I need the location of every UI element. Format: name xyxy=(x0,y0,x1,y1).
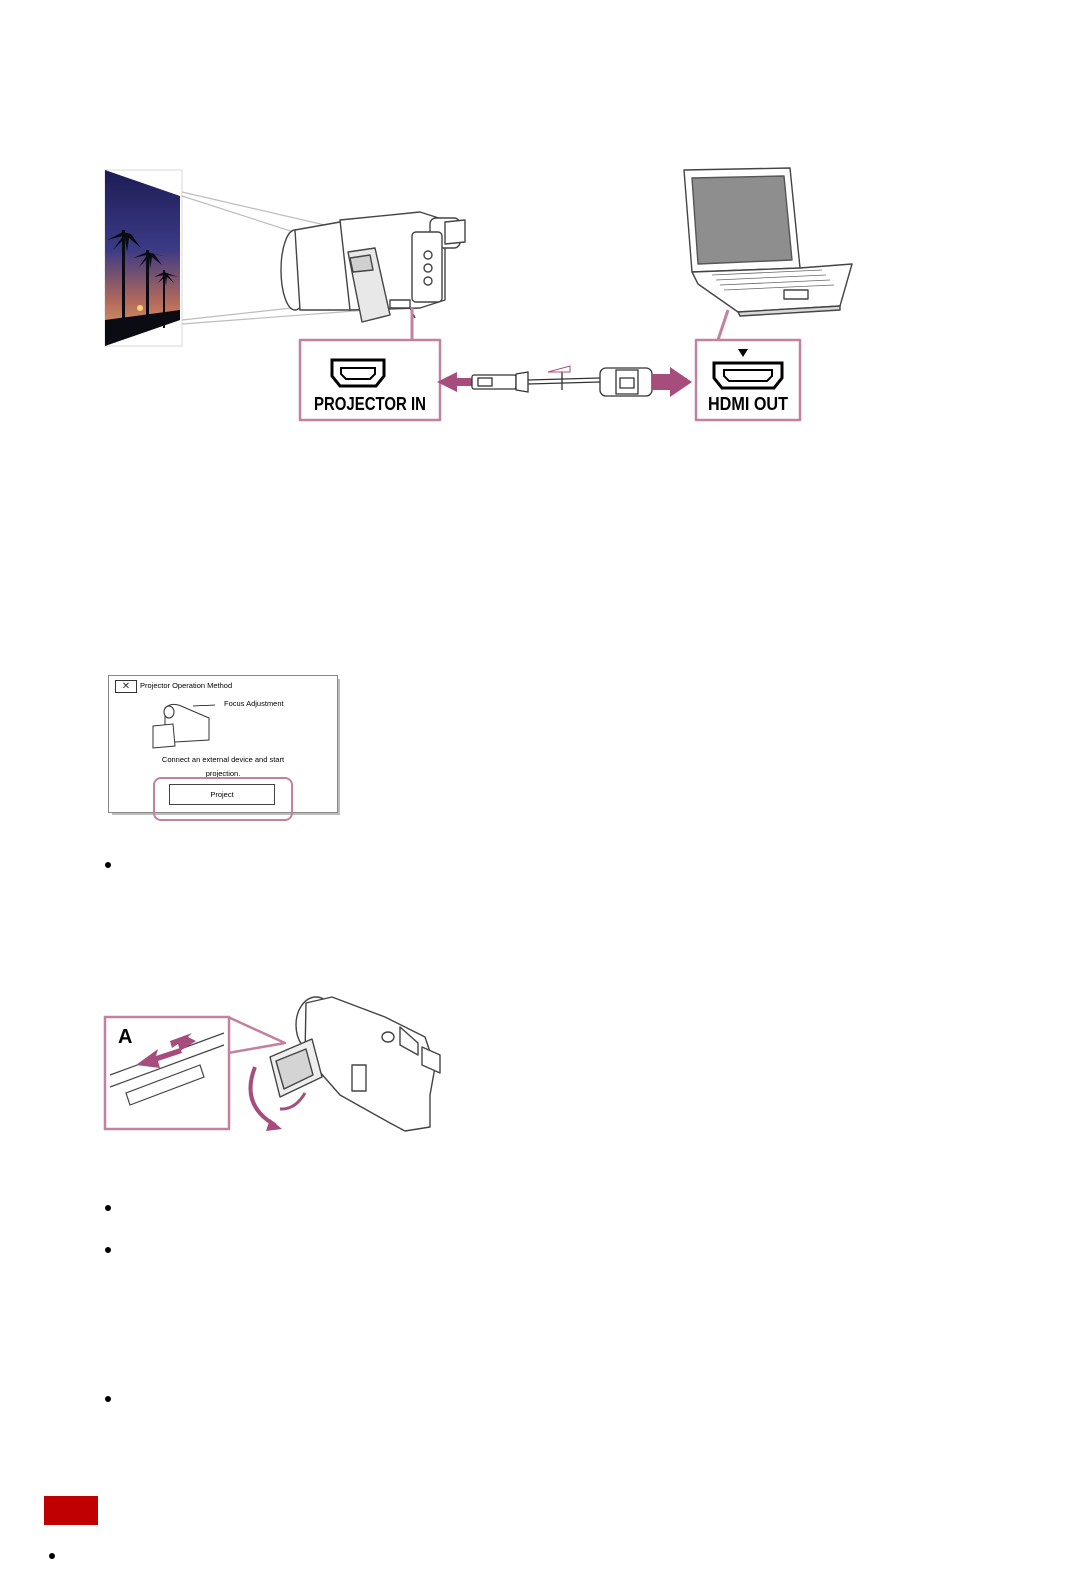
focus-lever-figure: A xyxy=(103,996,441,1132)
arrow-icon xyxy=(652,367,692,397)
inset-box xyxy=(103,1015,231,1131)
laptop-icon xyxy=(683,167,853,317)
cable-icon xyxy=(437,365,692,397)
focus-adjustment-label: Focus Adjustment xyxy=(224,699,284,708)
list-bullet xyxy=(49,1553,55,1559)
project-button[interactable]: Project xyxy=(169,784,275,805)
camcorder-icon xyxy=(152,703,216,749)
menu-message-line1: Connect an external device and start xyxy=(161,755,285,764)
camcorder-icon xyxy=(280,211,466,323)
arrow-icon xyxy=(437,372,472,392)
rotate-arrow-icon xyxy=(248,1066,277,1127)
hdmi-out-callout: HDMI OUT xyxy=(694,338,802,422)
inset-label: A xyxy=(118,1026,132,1048)
callout-line-laptop xyxy=(716,309,730,341)
projector-menu-figure: ✕ Projector Operation Method Focus Adjus… xyxy=(108,675,342,821)
list-bullet xyxy=(105,1396,111,1402)
projector-in-callout: PROJECTOR IN xyxy=(298,338,442,422)
menu-message-line2: projection. xyxy=(205,769,241,778)
list-bullet xyxy=(105,862,111,868)
project-button-highlight xyxy=(153,777,293,821)
list-bullet xyxy=(105,1205,111,1211)
list-bullet xyxy=(105,1247,111,1253)
connection-diagram: PROJECTOR IN HDMI OUT xyxy=(104,167,853,422)
projected-screen-image xyxy=(104,169,183,347)
arrow-icon xyxy=(136,1033,196,1068)
hdmi-out-label: HDMI OUT xyxy=(708,394,788,414)
note-badge xyxy=(44,1496,98,1525)
camcorder-icon xyxy=(269,996,441,1132)
projector-in-label: PROJECTOR IN xyxy=(314,394,426,414)
menu-title: Projector Operation Method xyxy=(140,681,233,690)
close-icon[interactable]: ✕ xyxy=(115,680,137,693)
